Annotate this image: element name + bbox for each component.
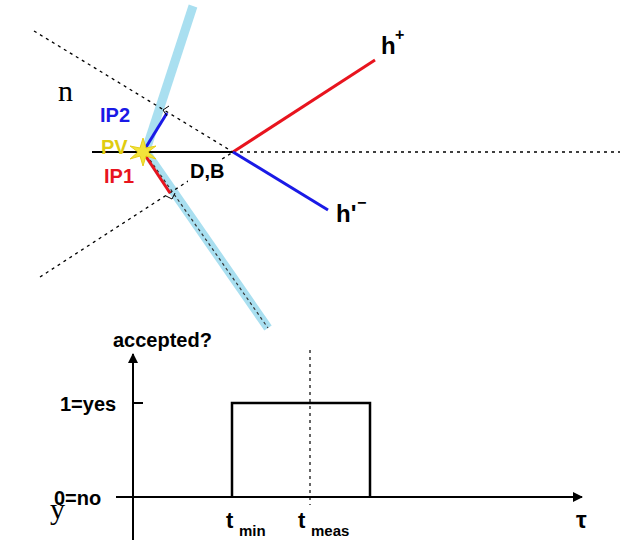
extrapolation-line: [40, 152, 233, 277]
axis-name: τ: [576, 508, 587, 532]
tick-label: 0=no: [54, 488, 101, 508]
subscript: meas: [311, 523, 349, 538]
cut-off-letter: n: [58, 76, 73, 106]
right-angle: [166, 193, 175, 199]
flight-extrapolation: [233, 151, 620, 152]
y-axis: [132, 354, 134, 540]
charge-sign: +: [395, 27, 404, 43]
track-axis: [150, 160, 268, 328]
subscript: min: [239, 523, 266, 538]
ip-label: IP1: [104, 166, 134, 186]
track-name: h: [381, 34, 396, 58]
time-symbol: t: [298, 510, 305, 532]
acceptance-window: [232, 403, 370, 497]
measured-time: [309, 350, 310, 505]
impact-parameter: [143, 152, 170, 193]
ip-label: IP2: [100, 105, 130, 125]
negative-track: [233, 152, 328, 210]
track-name: h': [336, 202, 356, 226]
charge-sign: −: [357, 195, 366, 211]
right-angle: [163, 106, 169, 116]
time-symbol: t: [226, 510, 233, 532]
track-band: [146, 6, 193, 150]
decay-vertex-label: D,B: [188, 160, 226, 182]
x-axis: [116, 496, 582, 498]
tick: [133, 402, 143, 404]
positive-track: [233, 60, 375, 152]
extrapolation-line: [34, 31, 233, 152]
axis-title: accepted?: [113, 330, 212, 350]
vertex-label: PV: [101, 137, 128, 157]
tick-label: 1=yes: [60, 394, 116, 414]
track-band: [146, 152, 268, 328]
primary-vertex: [130, 138, 156, 166]
